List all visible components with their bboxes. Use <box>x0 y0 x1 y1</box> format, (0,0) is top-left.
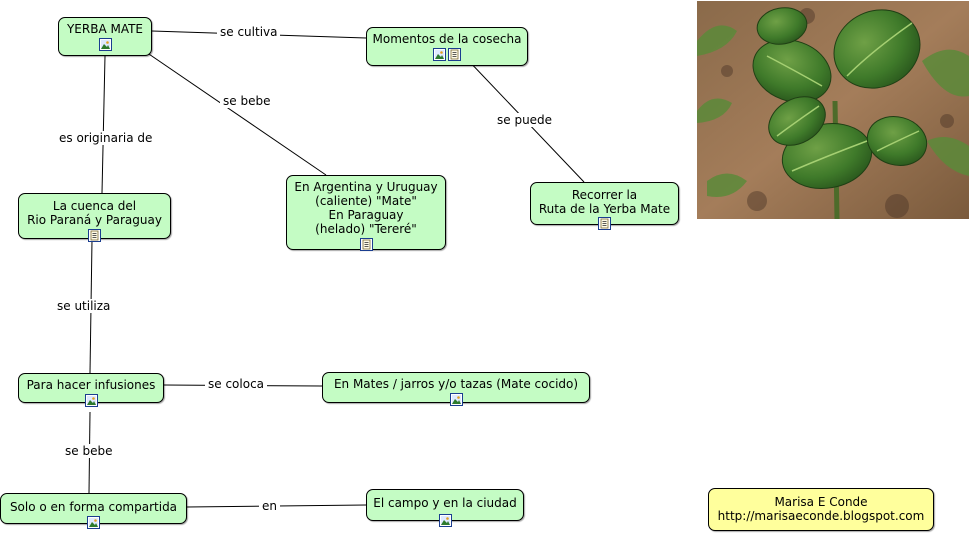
node-argentina-uruguay-paraguay[interactable]: En Argentina y Uruguay (caliente) "Mate"… <box>286 175 446 251</box>
node-label: El campo y en la ciudad <box>373 496 517 510</box>
image-resource-icon[interactable] <box>87 516 100 529</box>
link-label-en: en <box>259 499 280 513</box>
node-yerba-mate[interactable]: YERBA MATE <box>58 17 152 56</box>
image-resource-icon[interactable] <box>433 48 446 61</box>
node-campo-y-ciudad[interactable]: El campo y en la ciudad <box>366 489 524 527</box>
node-label: Para hacer infusiones <box>26 378 156 392</box>
node-label: YERBA MATE <box>66 22 144 36</box>
document-resource-icon[interactable] <box>598 217 611 230</box>
author-url[interactable]: http://marisaeconde.blogspot.com <box>717 509 925 523</box>
document-resource-icon[interactable] <box>448 48 461 61</box>
node-label: Momentos de la cosecha <box>372 32 522 46</box>
image-resource-icon[interactable] <box>84 394 98 407</box>
document-resource-icon[interactable] <box>88 229 101 242</box>
node-momentos-de-la-cosecha[interactable]: Momentos de la cosecha <box>366 27 528 66</box>
node-label: Solo o en forma compartida <box>9 500 178 514</box>
link-label-se-cultiva: se cultiva <box>217 25 281 39</box>
author-credit-box: Marisa E Conde http://marisaeconde.blogs… <box>708 488 934 531</box>
image-resource-icon[interactable] <box>449 393 463 406</box>
node-cuenca-parana-paraguay[interactable]: La cuenca del Rio Paraná y Paraguay <box>18 193 171 242</box>
connector-es-originaria <box>101 55 106 194</box>
node-label: La cuenca del Rio Paraná y Paraguay <box>27 199 162 227</box>
document-resource-icon[interactable] <box>359 238 373 251</box>
link-label-se-bebe-2: se bebe <box>62 444 116 458</box>
author-name: Marisa E Conde <box>774 495 868 509</box>
node-label: En Mates / jarros y/o tazas (Mate cocido… <box>333 377 579 391</box>
link-label-se-coloca: se coloca <box>205 377 268 391</box>
yerba-mate-plant-photo <box>697 1 969 219</box>
link-label-se-bebe: se bebe <box>220 94 274 108</box>
node-mates-jarros-tazas[interactable]: En Mates / jarros y/o tazas (Mate cocido… <box>322 372 590 406</box>
node-para-hacer-infusiones[interactable]: Para hacer infusiones <box>18 373 164 407</box>
image-resource-icon[interactable] <box>438 514 452 527</box>
connector-se-bebe-1 <box>142 49 327 176</box>
link-label-es-originaria: es originaria de <box>56 131 156 145</box>
node-label: En Argentina y Uruguay (caliente) "Mate"… <box>294 180 438 236</box>
node-solo-o-compartida[interactable]: Solo o en forma compartida <box>0 493 187 529</box>
node-label: Recorrer la Ruta de la Yerba Mate <box>538 188 671 216</box>
link-label-se-puede: se puede <box>494 113 556 127</box>
link-label-se-utiliza: se utiliza <box>54 299 114 313</box>
image-resource-icon[interactable] <box>98 38 112 51</box>
node-ruta-yerba-mate[interactable]: Recorrer la Ruta de la Yerba Mate <box>530 182 679 230</box>
